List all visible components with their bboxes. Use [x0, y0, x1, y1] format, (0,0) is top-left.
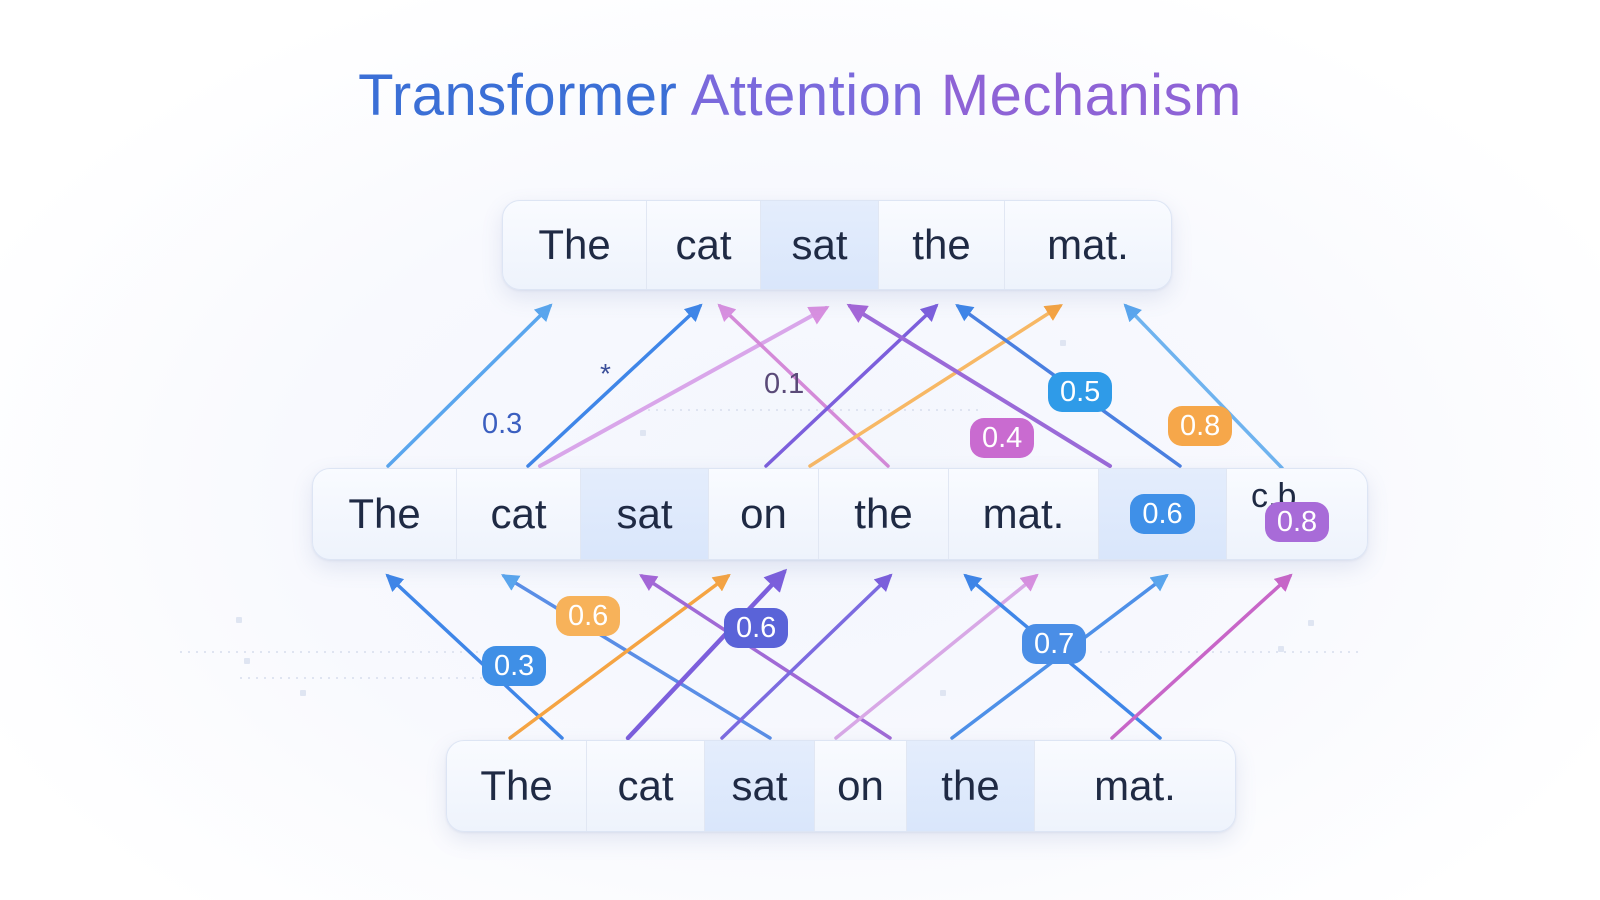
- weight-badge-upper-b: 0.4: [970, 418, 1035, 458]
- bg-dot: [640, 430, 646, 436]
- arrow: [720, 573, 893, 740]
- weight-label-upper-left: 0.3: [482, 408, 523, 440]
- weight-badge-lower-c: 0.6: [724, 608, 789, 648]
- token-bot-3: sat: [705, 741, 815, 831]
- token-top-3: sat: [761, 201, 879, 289]
- title-word-transformer: Transformer: [358, 63, 678, 128]
- arrow: [1110, 573, 1293, 740]
- lower-attention-lines: [385, 568, 1293, 741]
- weight-badge-lower-d: 0.7: [1022, 624, 1087, 664]
- token-bot-4: on: [815, 741, 907, 831]
- arrow: [501, 574, 772, 740]
- token-bot-5: the: [907, 741, 1035, 831]
- token-mid-6: mat.: [949, 469, 1099, 559]
- token-bot-1: The: [447, 741, 587, 831]
- bg-dot: [300, 690, 306, 696]
- weight-badge-upper-a: 0.5: [1048, 372, 1113, 412]
- weight-badge-mid-2: 0.8: [1264, 502, 1330, 542]
- token-mid-5: the: [819, 469, 949, 559]
- token-bot-2: cat: [587, 741, 705, 831]
- arrow: [1123, 303, 1284, 470]
- token-bot-6: mat.: [1094, 762, 1176, 809]
- bg-dot: [1060, 340, 1066, 346]
- arrow: [846, 303, 1112, 468]
- weight-badge-lower-b: 0.3: [482, 646, 547, 686]
- token-row-bottom: The cat sat on the mat.: [446, 740, 1236, 832]
- arrow: [526, 303, 703, 468]
- token-mid-1: The: [313, 469, 457, 559]
- arrow: [385, 573, 564, 740]
- bg-dot: [940, 690, 946, 696]
- arrow: [834, 573, 1039, 740]
- token-top-2: cat: [647, 201, 761, 289]
- token-mid-2: cat: [457, 469, 581, 559]
- token-row-top: The cat sat the mat.: [502, 200, 1172, 290]
- bg-dot: [1308, 620, 1314, 626]
- token-mid-4: on: [709, 469, 819, 559]
- token-row-middle: The cat sat on the mat. 0.6 c.b 0.8: [312, 468, 1368, 560]
- arrow: [625, 568, 788, 741]
- arrow: [717, 303, 890, 468]
- token-top-5: mat.: [1047, 221, 1129, 268]
- title-word-attention: Attention: [690, 63, 925, 128]
- arrow: [764, 303, 939, 468]
- bg-dot: [1278, 646, 1284, 652]
- arrow: [508, 573, 731, 740]
- token-mid-badge-cell-2: c.b 0.8: [1227, 469, 1367, 559]
- bg-dot: [244, 658, 250, 664]
- token-top-1: The: [503, 201, 647, 289]
- weight-badge-lower-a: 0.6: [556, 596, 621, 636]
- weight-badge-mid-1: 0.6: [1130, 494, 1195, 534]
- arrow: [639, 574, 892, 740]
- asterisk-mark: *: [600, 358, 611, 389]
- token-mid-3: sat: [581, 469, 709, 559]
- weight-label-upper-center: 0.1: [764, 368, 805, 400]
- title-word-mechanism: Mechanism: [940, 63, 1242, 128]
- token-top-4: the: [879, 201, 1005, 289]
- arrow: [538, 306, 830, 468]
- token-mid-badge-cell: 0.6: [1099, 469, 1227, 559]
- bg-dotted-lines: [180, 409, 1360, 679]
- bg-dot: [236, 617, 242, 623]
- arrow: [386, 303, 553, 468]
- diagram-title: Transformer Attention Mechanism: [0, 62, 1600, 129]
- weight-badge-upper-c: 0.8: [1168, 406, 1233, 446]
- arrow: [808, 304, 1063, 468]
- upper-attention-lines: [386, 303, 1284, 470]
